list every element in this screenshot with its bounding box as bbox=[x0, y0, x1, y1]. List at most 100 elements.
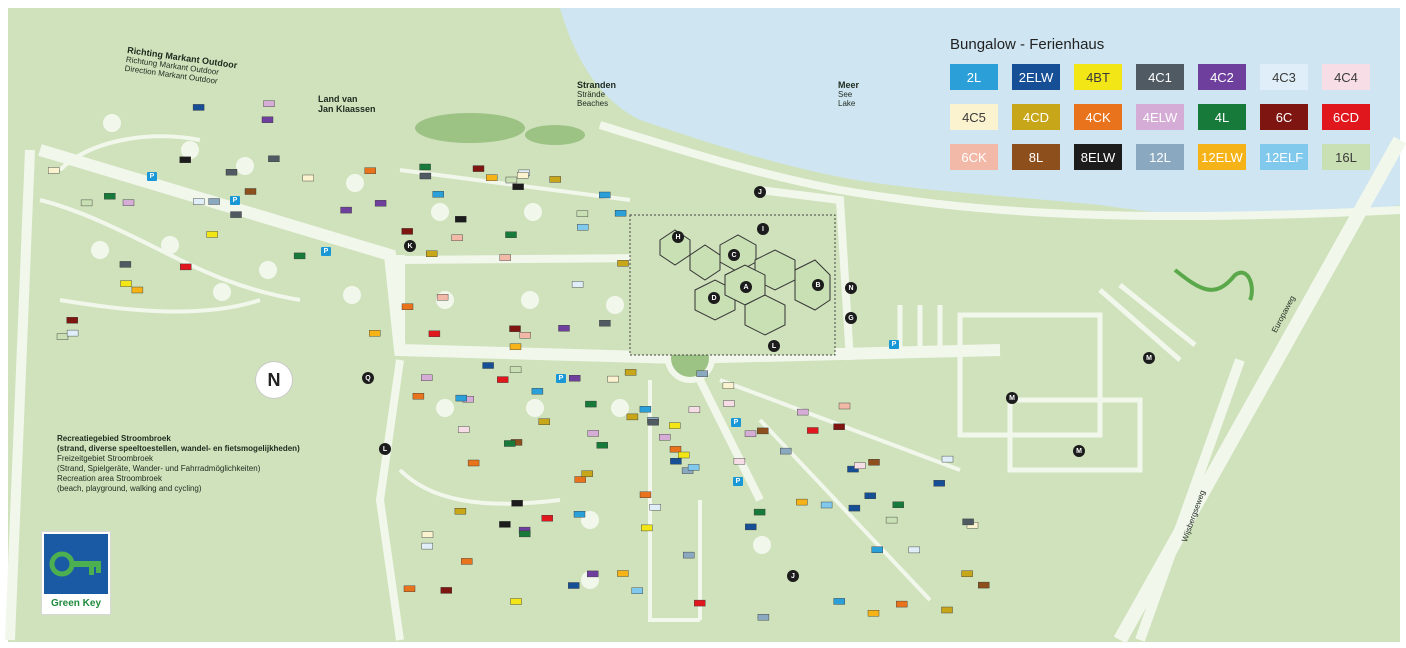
bungalow bbox=[587, 570, 599, 578]
bungalow bbox=[838, 402, 851, 410]
bungalow bbox=[511, 500, 523, 507]
legend-item-4l: 4L bbox=[1198, 104, 1246, 130]
bungalow bbox=[696, 370, 708, 377]
bungalow bbox=[364, 167, 376, 174]
legend-item-12elf: 12ELF bbox=[1260, 144, 1308, 170]
marker-b: B bbox=[812, 279, 824, 291]
bungalow bbox=[649, 504, 661, 511]
marker-c: C bbox=[728, 249, 740, 261]
bungalow bbox=[641, 524, 653, 532]
bungalow bbox=[585, 400, 597, 408]
bungalow bbox=[426, 250, 438, 258]
green-key-logo: Green Key bbox=[41, 531, 111, 615]
parking-icon: P bbox=[556, 374, 566, 383]
bungalow bbox=[864, 492, 876, 499]
bungalow bbox=[302, 174, 314, 182]
bungalow bbox=[531, 388, 544, 395]
bungalow bbox=[419, 172, 432, 180]
bungalow bbox=[505, 176, 518, 184]
marker-l: L bbox=[379, 443, 391, 455]
bungalow bbox=[206, 231, 218, 238]
bungalow bbox=[497, 376, 509, 383]
bungalow bbox=[871, 546, 883, 553]
legend-item-4elw: 4ELW bbox=[1136, 104, 1184, 130]
bungalow bbox=[617, 260, 629, 267]
bungalow bbox=[374, 200, 387, 207]
bungalow bbox=[509, 366, 522, 373]
bungalow bbox=[549, 176, 561, 183]
marker-a: A bbox=[740, 281, 752, 293]
marker-l2: L bbox=[768, 340, 780, 352]
bungalow bbox=[504, 440, 516, 447]
bungalow bbox=[451, 234, 463, 242]
bungalow bbox=[624, 369, 637, 376]
legend-item-6ck: 6CK bbox=[950, 144, 998, 170]
bungalow bbox=[421, 542, 433, 550]
bungalow bbox=[401, 303, 414, 310]
marker-m3: M bbox=[1073, 445, 1085, 457]
bungalow bbox=[517, 171, 529, 179]
bungalow bbox=[631, 587, 643, 594]
bungalow bbox=[131, 286, 144, 294]
bungalow bbox=[268, 155, 280, 163]
bungalow bbox=[519, 332, 531, 339]
bungalow bbox=[847, 465, 859, 473]
bungalow bbox=[432, 191, 444, 198]
bungalow bbox=[780, 447, 792, 455]
bungalow bbox=[896, 600, 908, 608]
bungalow bbox=[541, 515, 553, 522]
bungalow bbox=[482, 362, 494, 369]
compass-icon: N bbox=[256, 362, 292, 398]
bungalow bbox=[626, 413, 639, 421]
bungalow bbox=[499, 254, 511, 261]
bungalow bbox=[119, 261, 132, 268]
bungalow bbox=[659, 434, 671, 441]
parking-icon: P bbox=[147, 172, 157, 181]
bungalow bbox=[647, 419, 659, 426]
legend-item-4ck: 4CK bbox=[1074, 104, 1122, 130]
bungalow bbox=[192, 198, 205, 205]
recreation-area-info: Recreatiegebied Stroombroek (strand, div… bbox=[57, 434, 300, 493]
bungalow bbox=[577, 223, 589, 231]
legend-item-4c2: 4C2 bbox=[1198, 64, 1246, 90]
legend-item-4c1: 4C1 bbox=[1136, 64, 1184, 90]
legend-title: Bungalow - Ferienhaus bbox=[950, 36, 1105, 53]
legend-item-4c3: 4C3 bbox=[1260, 64, 1308, 90]
bungalow bbox=[263, 100, 275, 107]
bungalow bbox=[472, 165, 485, 172]
bungalow bbox=[745, 523, 757, 531]
marker-k: K bbox=[404, 240, 416, 252]
bungalow bbox=[509, 325, 521, 332]
bungalow bbox=[581, 470, 593, 477]
bungalow bbox=[744, 430, 757, 437]
bungalow bbox=[122, 199, 135, 206]
legend-item-6c: 6C bbox=[1260, 104, 1308, 130]
bungalow bbox=[599, 191, 611, 199]
key-icon bbox=[49, 551, 101, 577]
legend-item-8l: 8L bbox=[1012, 144, 1060, 170]
bungalow bbox=[833, 423, 845, 430]
bungalow bbox=[833, 598, 845, 605]
bungalow bbox=[261, 116, 274, 123]
bungalow bbox=[617, 570, 629, 577]
bungalow bbox=[687, 464, 700, 471]
bungalow bbox=[733, 458, 746, 465]
marker-m1: M bbox=[1143, 352, 1155, 364]
bungalow bbox=[571, 281, 584, 288]
marker-d: D bbox=[708, 292, 720, 304]
bungalow bbox=[538, 418, 550, 425]
marker-j: J bbox=[754, 186, 766, 198]
parking-icon: P bbox=[889, 340, 899, 349]
bungalow bbox=[293, 252, 306, 260]
bungalow bbox=[179, 156, 191, 164]
bungalow bbox=[120, 280, 132, 287]
legend-item-16l: 16L bbox=[1322, 144, 1370, 170]
bungalow bbox=[66, 317, 78, 324]
bungalow bbox=[403, 585, 416, 592]
bungalow bbox=[757, 427, 769, 435]
bungalow bbox=[421, 531, 434, 538]
bungalow bbox=[753, 508, 766, 516]
bungalow bbox=[56, 333, 69, 340]
